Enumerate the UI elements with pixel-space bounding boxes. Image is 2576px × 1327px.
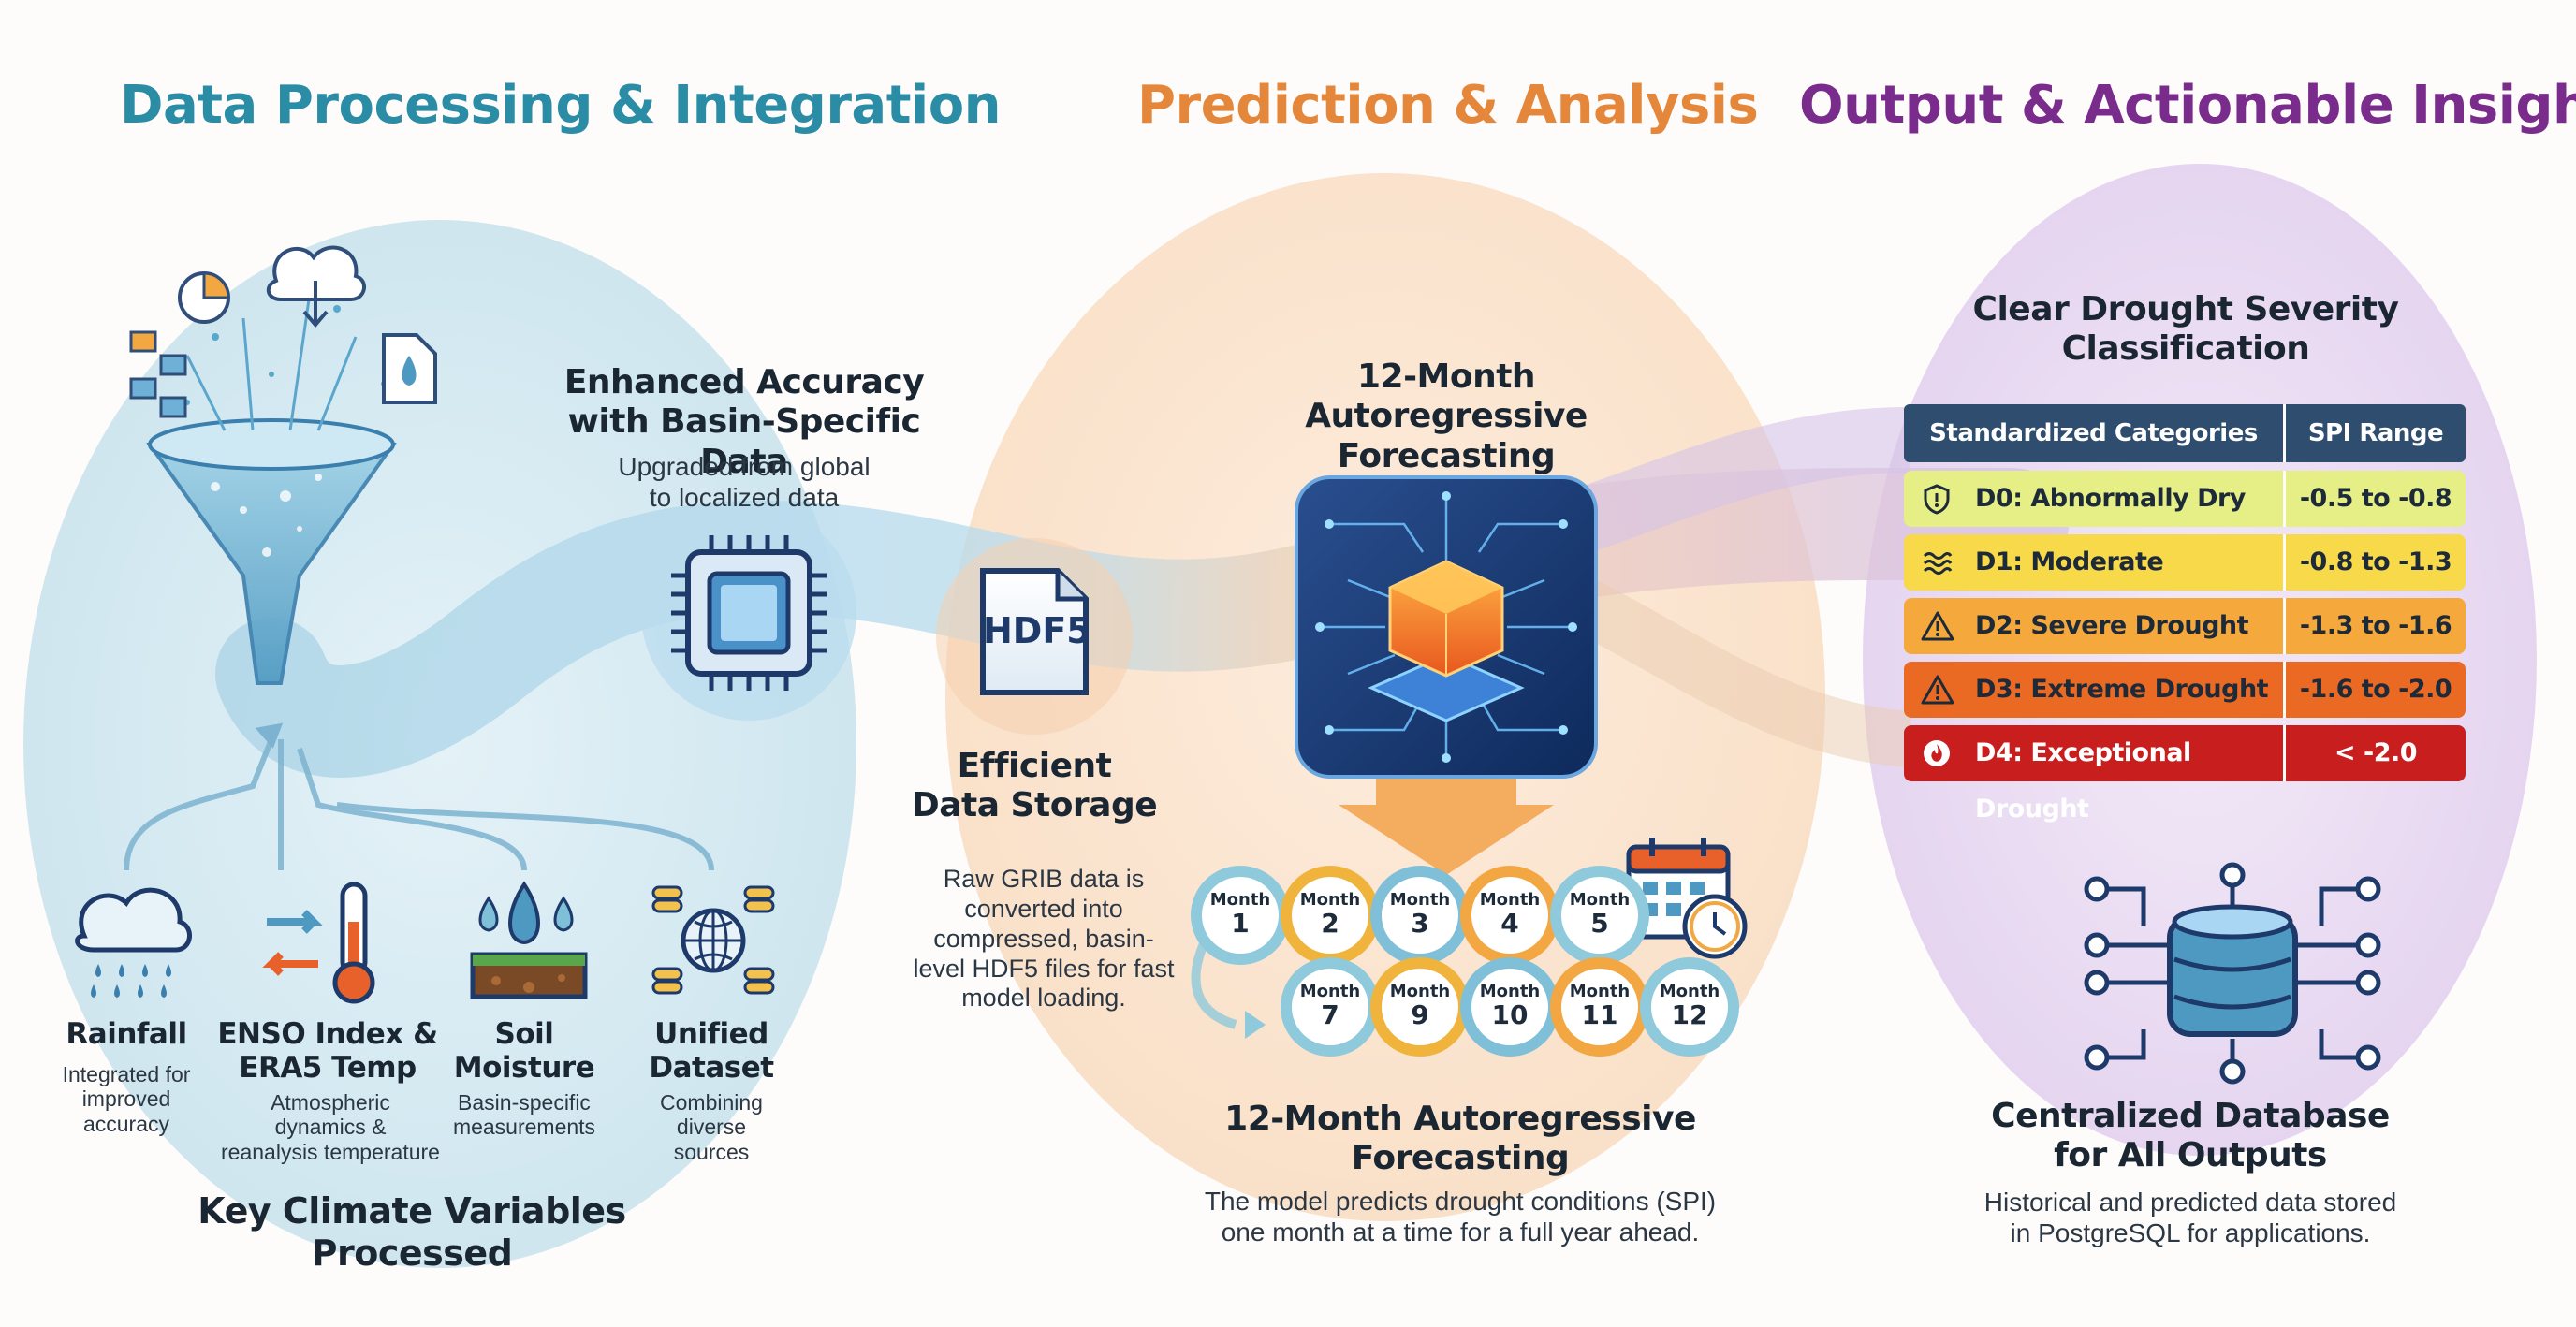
month-word: Month: [1299, 982, 1361, 1001]
forecast-bottom-title: 12-Month Autoregressive Forecasting: [1224, 1100, 1696, 1178]
month-number: 7: [1321, 999, 1339, 1030]
spi-range: -1.6 to -2.0: [2299, 675, 2452, 704]
heat-waves-icon: [1921, 547, 1953, 583]
globe-database-icon: [651, 885, 775, 995]
warning-triangle-icon: [1921, 610, 1954, 647]
download-cloud-icon: [266, 245, 366, 328]
warning-triangle-icon: [1921, 674, 1954, 710]
pie-chart-icon: [178, 271, 230, 324]
month-word: Month: [1479, 890, 1541, 910]
month-chain: [1191, 933, 1237, 1029]
fire-badge-icon: [1921, 737, 1953, 774]
month-word: Month: [1479, 982, 1541, 1001]
variable-label-enso: ENSO Index & ERA5 Temp: [217, 1017, 438, 1085]
drought-row-d1: D1: Moderate Drought -0.8 to -1.3: [1904, 534, 2466, 633]
ai-model-icon: [1295, 475, 1598, 779]
hierarchy-icon: [129, 330, 187, 418]
thermometer-arrows-icon: [262, 882, 375, 1004]
month-number: 3: [1411, 908, 1429, 939]
classification-title: Clear Drought Severity Classification: [1972, 290, 2399, 369]
drought-row-d4: D4: Exceptional Drought < -2.0: [1904, 725, 2466, 824]
variable-label-unified: Unified Dataset: [649, 1017, 774, 1085]
storage-desc: Raw GRIB data is converted into compress…: [913, 865, 1175, 1013]
processor-chip-icon: [641, 505, 856, 721]
variable-arrows: [124, 737, 714, 871]
section-title-processing: Data Processing & Integration: [120, 75, 1002, 136]
month-word: Month: [1299, 890, 1361, 910]
drought-row-d0: D0: Abnormally Dry -0.5 to -0.8: [1904, 471, 2466, 527]
spi-range: -0.8 to -1.3: [2299, 547, 2452, 576]
database-title: Centralized Database for All Outputs: [1991, 1097, 2390, 1175]
forecast-bottom-desc: The model predicts drought conditions (S…: [1204, 1187, 1717, 1247]
enhanced-accuracy-title: Enhanced Accuracy with Basin-Specific Da…: [564, 363, 925, 481]
variable-desc-soil: Basin-specific measurements: [452, 1090, 596, 1140]
variable-desc-enso: Atmospheric dynamics & reanalysis temper…: [221, 1090, 440, 1164]
section-title-output: Output & Actionable Insights: [1799, 75, 2576, 136]
month-word: Month: [1389, 982, 1451, 1001]
enhanced-accuracy-desc: Upgraded from global to localized data: [618, 452, 871, 513]
drought-category: D3: Extreme Drought: [1975, 675, 2269, 704]
funnel-icon: [146, 299, 397, 685]
hdf5-badge: HDF5: [983, 610, 1091, 651]
header-spi-range: SPI Range: [2307, 419, 2444, 447]
month-number: 10: [1491, 999, 1529, 1030]
soil-drops-icon: [470, 881, 588, 999]
month-word: Month: [1569, 890, 1631, 910]
section-title-prediction: Prediction & Analysis: [1137, 75, 1759, 136]
drought-row-d2: D2: Severe Drought -1.3 to -1.6: [1904, 598, 2466, 654]
forecast-top-title: 12-Month Autoregressive Forecasting: [1305, 357, 1588, 475]
drought-row-d3: D3: Extreme Drought -1.6 to -2.0: [1904, 662, 2466, 718]
down-arrow-icon: [1339, 779, 1554, 875]
spi-range: < -2.0: [2334, 738, 2418, 767]
drought-category: D1: Moderate Drought: [1975, 547, 2164, 633]
rain-cloud-icon: [75, 887, 192, 998]
month-number: 1: [1231, 908, 1250, 939]
month-number: 2: [1321, 908, 1339, 939]
classification-table-header: Standardized Categories SPI Range: [1904, 404, 2466, 462]
storage-title: Efficient Data Storage: [911, 747, 1158, 825]
variable-label-rainfall: Rainfall: [66, 1017, 187, 1051]
month-number: 12: [1671, 999, 1708, 1030]
variables-heading: Key Climate Variables Processed: [198, 1190, 626, 1274]
drought-category: D4: Exceptional Drought: [1975, 738, 2191, 824]
month-word: Month: [1659, 982, 1720, 1001]
month-number: 4: [1500, 908, 1519, 939]
month-word: Month: [1209, 890, 1271, 910]
database-network-icon: [2084, 862, 2381, 1085]
header-categories: Standardized Categories: [1929, 419, 2258, 447]
spi-range: -1.3 to -1.6: [2299, 611, 2452, 640]
variable-label-soil: Soil Moisture: [453, 1017, 595, 1085]
month-number: 11: [1581, 999, 1618, 1030]
spi-range: -0.5 to -0.8: [2299, 484, 2452, 513]
water-document-icon: [382, 333, 437, 404]
calendar-clock-icon: [1626, 838, 1748, 959]
month-word: Month: [1569, 982, 1631, 1001]
month-number: 9: [1411, 999, 1429, 1030]
shield-alert-icon: [1921, 483, 1953, 519]
drought-category: D0: Abnormally Dry: [1975, 484, 2246, 513]
month-number: 5: [1590, 908, 1609, 939]
database-desc: Historical and predicted data stored in …: [1983, 1188, 2397, 1248]
hdf5-file-icon: [936, 538, 1133, 735]
month-word: Month: [1389, 890, 1451, 910]
drought-category: D2: Severe Drought: [1975, 611, 2249, 640]
variable-desc-unified: Combining diverse sources: [660, 1090, 763, 1164]
variable-desc-rainfall: Integrated for improved accuracy: [62, 1062, 191, 1136]
